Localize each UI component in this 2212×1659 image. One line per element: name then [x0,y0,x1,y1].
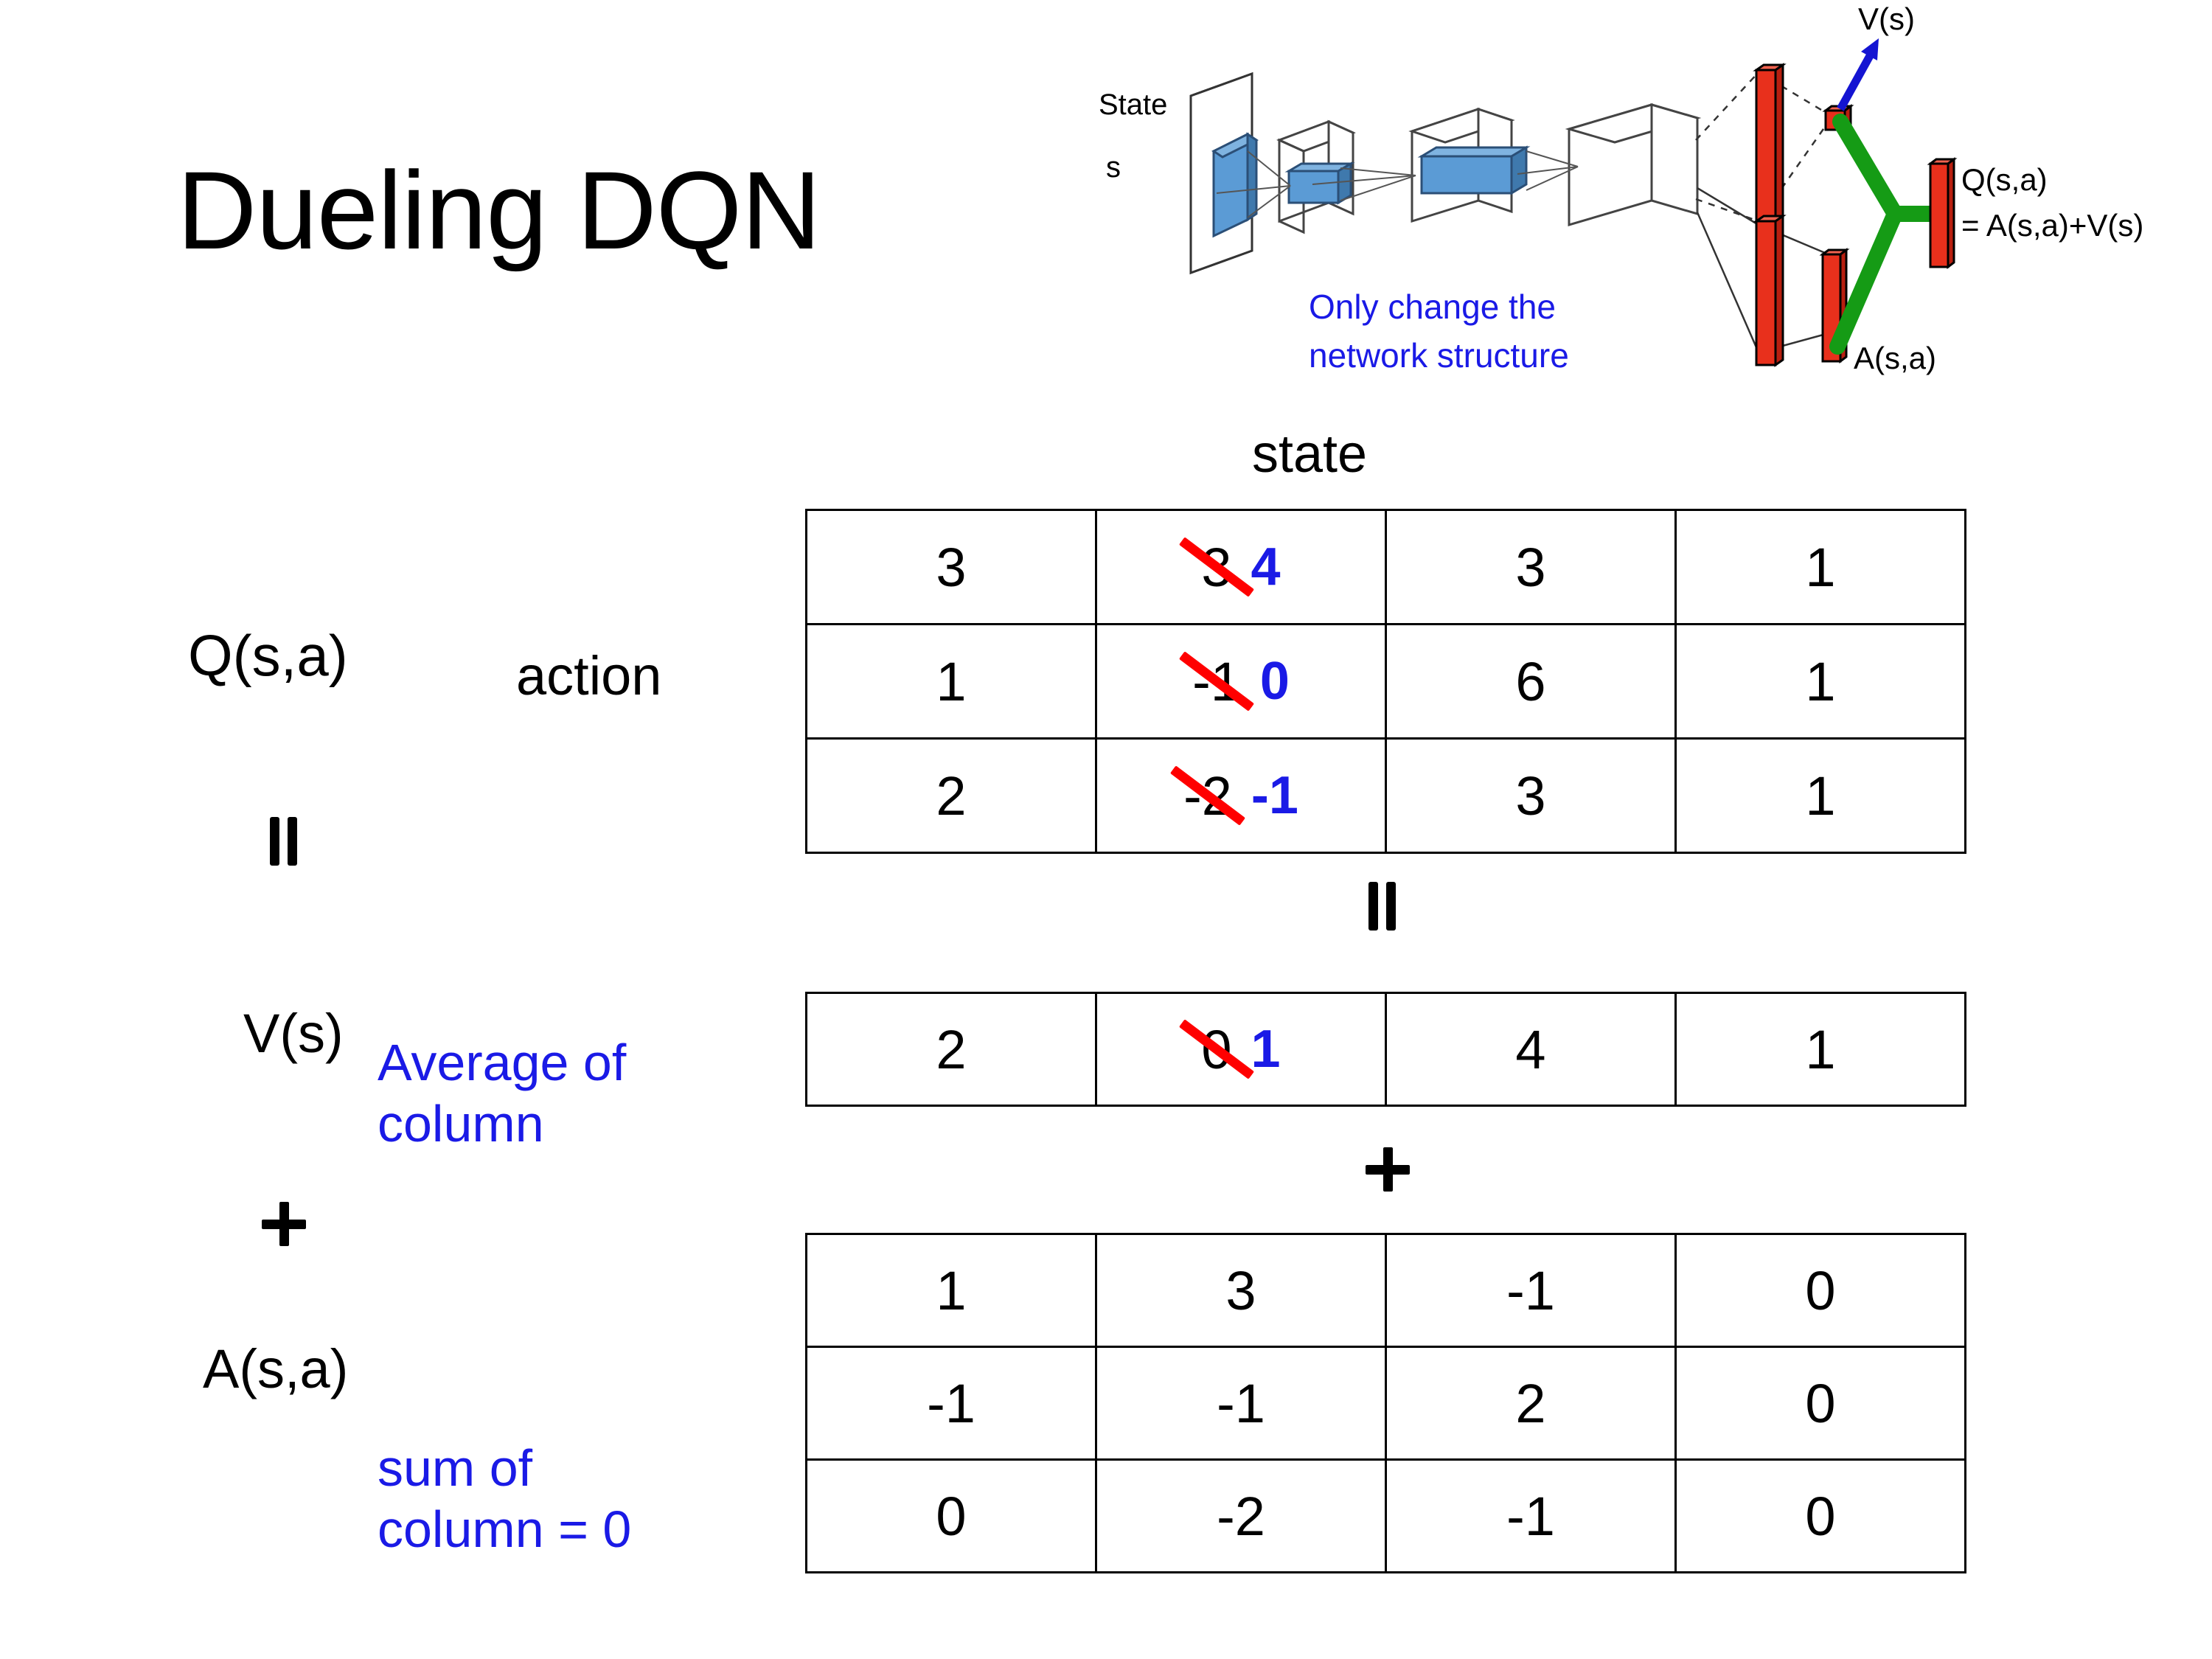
table-cell: -1 [1385,1233,1677,1348]
a-table-label: A(s,a) [203,1338,349,1399]
strikethrough-mark [1178,651,1254,712]
table-cell: 3 [1095,1233,1387,1348]
equals-operator-left [267,817,301,866]
table-cell: 0 [1674,1346,1966,1461]
dueling-network-diagram: V(s) A(s,a) Q(s,a) = A(s,a)+V(s) State s… [1091,0,2212,420]
table-cell: -1 [1095,1346,1387,1461]
table-cell-edited: 01 [1095,992,1387,1107]
table-cell-edited: -2-1 [1095,737,1387,854]
page-title: Dueling DQN [177,148,821,272]
table-cell: 1 [1674,509,1966,625]
table-row: 20141 [805,992,1966,1107]
table-cell: 2 [805,992,1097,1107]
output-label-line1: Q(s,a) [1961,162,2048,197]
average-note-line1: Average of [378,1034,627,1091]
equals-operator-middle [1366,882,1399,931]
table-cell: 1 [1674,737,1966,854]
average-of-column-note: Average of column [378,1032,626,1154]
old-value: -2 [1169,765,1246,827]
table-cell-edited: -10 [1095,623,1387,740]
output-label-line2: = A(s,a)+V(s) [1961,208,2143,243]
table-cell: -1 [805,1346,1097,1461]
sum-note-line2: column = 0 [378,1500,632,1558]
new-value: -1 [1251,766,1298,825]
table-cell: 1 [805,623,1097,740]
table-cell: 2 [1385,1346,1677,1461]
new-value: 4 [1251,538,1281,597]
v-value-table: 20141 [805,992,1966,1107]
old-value: -1 [1178,650,1254,713]
table-cell: -2 [1095,1458,1387,1573]
table-cell: 0 [805,1458,1097,1573]
strikethrough-mark [1178,537,1254,597]
diagram-note-line2: network structure [1309,336,1569,375]
old-value: 3 [1178,536,1254,599]
axis-label-state: state [1252,425,1368,484]
old-value: 0 [1178,1018,1254,1081]
strikethrough-mark [1169,765,1246,826]
strikethrough-mark [1178,1019,1254,1079]
advantage-head-label: A(s,a) [1854,341,1936,375]
axis-label-action: action [516,645,662,706]
table-cell: 6 [1385,623,1677,740]
table-cell: 1 [1674,992,1966,1107]
new-value: 0 [1259,652,1290,711]
input-label-line2: s [1106,151,1121,184]
table-cell: 0 [1674,1458,1966,1573]
table-row: 33431 [805,509,1966,625]
table-cell-edited: 34 [1095,509,1387,625]
diagram-note-line1: Only change the [1309,288,1556,326]
input-label-line1: State [1099,88,1167,121]
average-note-line2: column [378,1094,544,1152]
q-table-label: Q(s,a) [188,623,348,688]
plus-operator-middle [1366,1147,1410,1192]
table-cell: 3 [1385,737,1677,854]
table-cell: 4 [1385,992,1677,1107]
sum-note-line1: sum of [378,1439,533,1497]
table-cell: 0 [1674,1233,1966,1348]
sum-of-column-note: sum of column = 0 [378,1438,631,1559]
v-table-label: V(s) [243,1003,344,1064]
table-cell: 2 [805,737,1097,854]
table-cell: 1 [1674,623,1966,740]
table-cell: 1 [805,1233,1097,1348]
table-cell: 3 [805,509,1097,625]
table-cell: -1 [1385,1458,1677,1573]
value-head-label: V(s) [1858,1,1915,36]
table-row: 2-2-131 [805,737,1966,854]
new-value: 1 [1251,1020,1281,1079]
table-cell: 3 [1385,509,1677,625]
plus-operator-left [262,1202,306,1246]
